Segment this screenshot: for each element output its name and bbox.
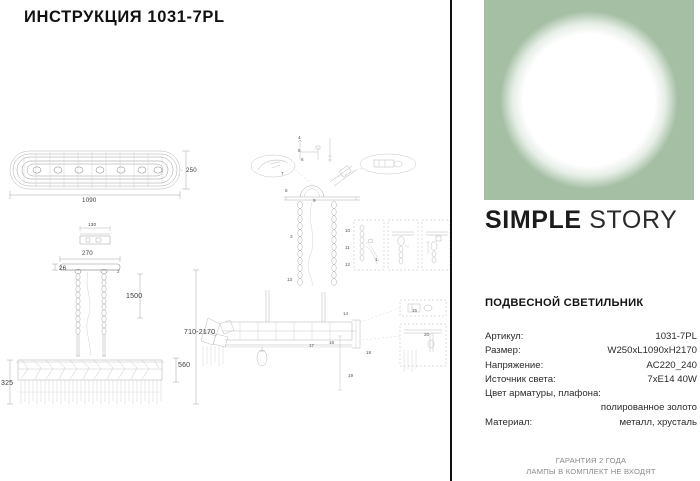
- spec-value-size: W250xL1090xH2170: [607, 345, 697, 357]
- spec-value-material: металл, хрусталь: [619, 416, 698, 428]
- callout-8: 8: [285, 188, 288, 193]
- callout-6: 6: [301, 157, 304, 162]
- suspension-chain-right: [102, 274, 106, 356]
- assembly-step-insets: [354, 220, 450, 270]
- callout-5: 5: [298, 148, 301, 153]
- callout-9: 9: [313, 198, 316, 203]
- dim-plate-width: 270: [82, 250, 93, 257]
- callout-20: 20: [424, 332, 430, 337]
- spec-row-size: Размер: W250xL1090xH2170: [485, 344, 697, 358]
- elevation-dimension-lines: [7, 270, 199, 404]
- callout-15: 15: [412, 308, 418, 313]
- callout-3: 3: [290, 234, 293, 239]
- callout-10: 10: [345, 228, 351, 233]
- callout-13: 13: [287, 277, 293, 282]
- callout-7: 7: [281, 171, 284, 176]
- dim-plate-height: 26: [59, 265, 67, 272]
- light-glow-circle: [500, 11, 678, 189]
- technical-drawing-pane: ИНСТРУКЦИЯ 1031-7PL: [0, 0, 450, 481]
- dim-total-height: 710-2170: [184, 329, 216, 336]
- spec-label-article: Артикул:: [485, 331, 524, 342]
- spec-value-article: 1031-7PL: [655, 331, 697, 342]
- brand-name-light: STORY: [589, 206, 678, 234]
- spec-row-material: Материал: металл, хрусталь: [485, 416, 697, 430]
- callout-18: 18: [366, 350, 372, 355]
- plan-dimension-lines: [10, 151, 190, 199]
- spec-value-light-source: 7xE14 40W: [647, 373, 697, 385]
- brand-name-bold: SIMPLE: [485, 206, 582, 234]
- warranty-note: ГАРАНТИЯ 2 ГОДА: [555, 456, 627, 465]
- suspension-chain-left: [76, 274, 80, 356]
- dim-top-width: 1090: [82, 197, 97, 204]
- spec-label-material: Материал:: [485, 416, 533, 428]
- hero-image: [484, 0, 694, 200]
- callout-1: 1: [375, 257, 378, 262]
- canopy-detail: [80, 226, 110, 244]
- spec-row-article: Артикул: 1031-7PL: [485, 330, 697, 344]
- spec-row-voltage: Напряжение: AC220_240: [485, 359, 697, 373]
- spec-value-voltage: AC220_240: [646, 359, 697, 371]
- top-view-plan: [10, 151, 180, 189]
- lamp-sockets: [33, 167, 162, 173]
- frame-assembly-detail: [201, 290, 446, 390]
- callout-16: 16: [329, 340, 335, 345]
- callout-12: 12: [345, 262, 351, 267]
- spec-row-light-source: Источник света: 7xE14 40W: [485, 373, 697, 387]
- callout-11: 11: [345, 245, 350, 250]
- dim-chain-length: 1500: [126, 293, 143, 300]
- specifications-table: Артикул: 1031-7PL Размер: W250xL1090xH21…: [485, 330, 697, 430]
- assembly-chain-right: [332, 201, 337, 285]
- callout-14: 14: [343, 311, 349, 316]
- spec-label-light-source: Источник света:: [485, 373, 556, 385]
- dim-body-height: 560: [178, 362, 191, 369]
- dim-canopy-small: 130: [88, 222, 97, 227]
- vertical-divider: [450, 0, 452, 481]
- product-type-label: ПОДВЕСНОЙ СВЕТИЛЬНИК: [485, 297, 644, 309]
- callout-17: 17: [309, 343, 315, 348]
- footer-notes: ГАРАНТИЯ 2 ГОДА ЛАМПЫ В КОМПЛЕКТ НЕ ВХОД…: [485, 455, 697, 477]
- page-title: ИНСТРУКЦИЯ 1031-7PL: [24, 8, 225, 26]
- spec-label-voltage: Напряжение:: [485, 359, 544, 371]
- dim-top-depth: 250: [186, 167, 197, 174]
- bulbs-note: ЛАМПЫ В КОМПЛЕКТ НЕ ВХОДЯТ: [526, 467, 656, 476]
- technical-drawing-svg: [0, 0, 450, 481]
- callout-2: 2: [117, 269, 120, 274]
- assembly-chain-left: [298, 201, 303, 285]
- product-info-pane: SIMPLE STORY ПОДВЕСНОЙ СВЕТИЛЬНИК Артику…: [452, 0, 700, 481]
- brand-logo: SIMPLE STORY: [485, 206, 700, 235]
- dim-crystal-height: 325: [1, 380, 14, 387]
- chandelier-body: [16, 360, 164, 404]
- spec-label-color: Цвет арматуры, плафона:: [485, 388, 601, 400]
- spec-label-size: Размер:: [485, 345, 521, 357]
- side-elevation: [7, 256, 199, 404]
- exploded-assembly: [251, 138, 416, 286]
- callout-4: 4: [298, 135, 301, 140]
- spec-value-color: полированное золото: [600, 402, 697, 414]
- callout-19: 19: [348, 373, 354, 378]
